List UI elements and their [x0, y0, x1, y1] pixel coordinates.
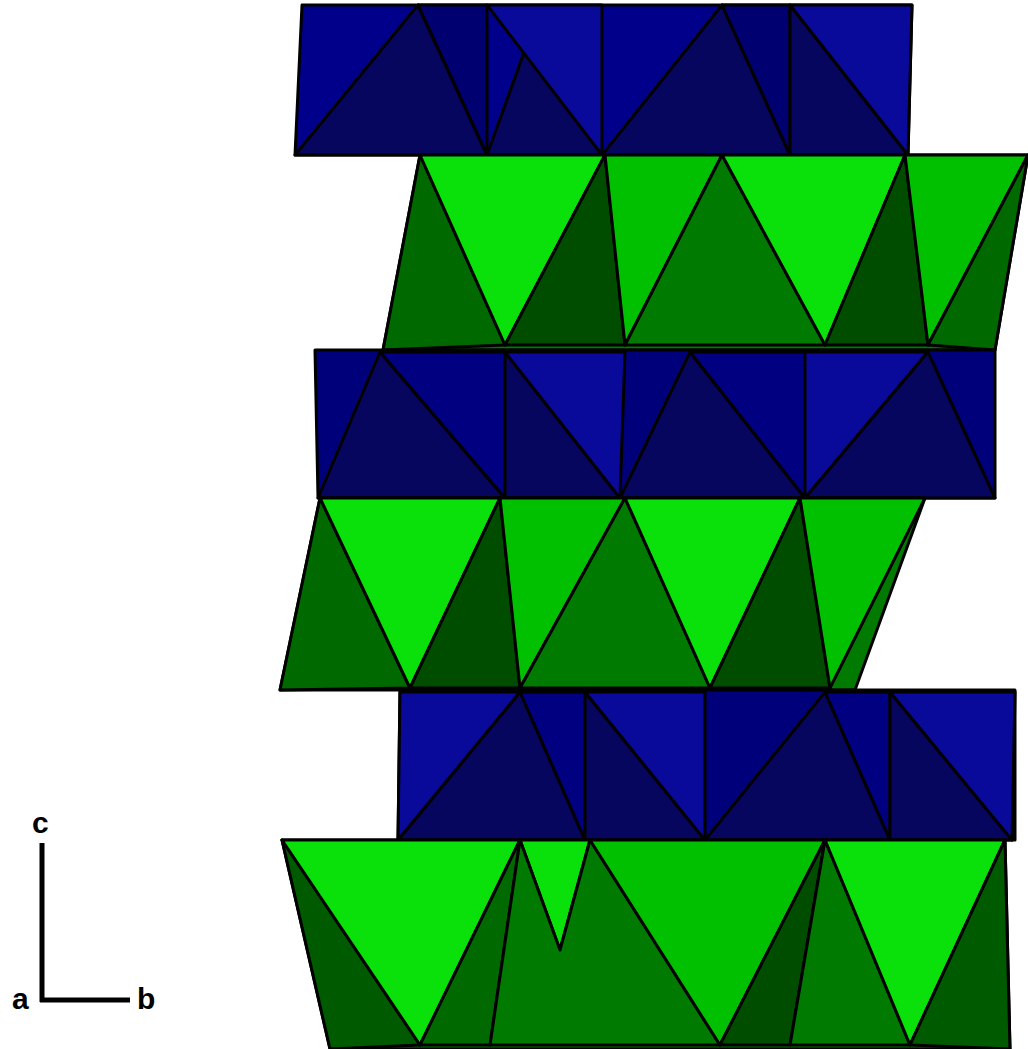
axis-label: b — [137, 984, 155, 1014]
tetrahedral-layer — [282, 840, 1010, 1049]
octahedral-layer — [398, 690, 1015, 840]
tetrahedral-layer — [280, 498, 925, 690]
tetrahedral-layer — [383, 155, 1028, 350]
axis-indicator — [40, 843, 130, 1002]
axis-label: c — [32, 808, 49, 838]
axis-label: a — [12, 984, 29, 1014]
octahedral-layer — [295, 5, 912, 155]
octahedral-layer — [315, 350, 995, 498]
